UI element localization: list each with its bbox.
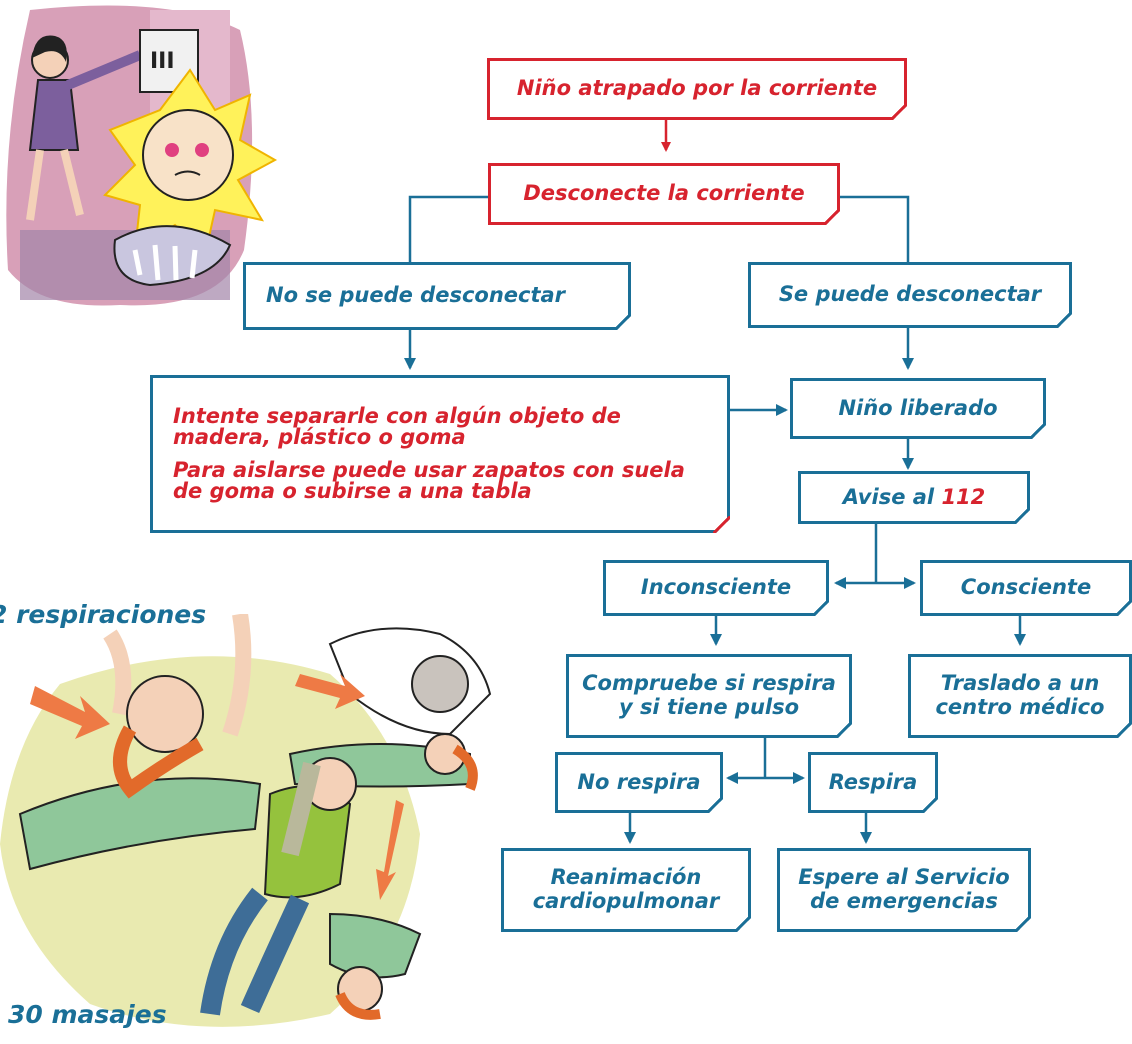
box-separate-instructions: Intente separarle con algún objeto de ma… <box>150 375 730 533</box>
insulate-line-2: de goma o subirse a una tabla <box>173 479 532 503</box>
arrow-compression <box>376 800 404 900</box>
rescuer-legs <box>200 887 310 1016</box>
call-number: 112 <box>941 484 986 509</box>
svg-text:III: III <box>150 49 175 74</box>
compressions-caption: 30 masajes <box>8 1000 167 1029</box>
box-freed: Niño liberado <box>790 378 1046 439</box>
box-cpr: Reanimación cardiopulmonar <box>501 848 751 932</box>
unconscious-label: Inconsciente <box>640 575 792 600</box>
check-line-2: y si tiene pulso <box>618 695 800 719</box>
woman-hair <box>32 35 67 62</box>
box-disconnect: Desconecte la corriente <box>488 163 840 225</box>
freed-label: Niño liberado <box>838 395 998 420</box>
box-wait-emergency: Espere al Servicio de emergencias <box>777 848 1031 932</box>
arrow-breath-1 <box>295 674 365 709</box>
box-check-breathing: Compruebe si respira y si tiene pulso <box>566 654 852 738</box>
box-conscious: Consciente <box>920 560 1132 616</box>
patient-2 <box>18 777 262 871</box>
call-label: Avise al <box>842 484 942 509</box>
electrocution-illustration: III <box>6 5 278 306</box>
not-breathing-label: No respira <box>577 769 701 794</box>
can-disconnect-label: Se puede desconectar <box>778 282 1042 307</box>
conscious-label: Consciente <box>960 575 1092 600</box>
start-label: Niño atrapado por la corriente <box>516 76 878 101</box>
woman-arm <box>66 50 142 90</box>
box-not-breathing: No respira <box>555 752 723 813</box>
wait-line-1: Espere al Servicio <box>798 865 1010 890</box>
box-start: Niño atrapado por la corriente <box>487 58 907 120</box>
insulate-instruction: Para aislarse puede usar zapatos con sue… <box>173 460 685 502</box>
child-head <box>142 109 234 201</box>
cannot-disconnect-label: No se puede desconectar <box>266 283 566 308</box>
cpr-line-1: Reanimación <box>550 865 702 890</box>
cpr-illustration <box>0 614 492 1027</box>
woman-legs <box>26 149 84 221</box>
arrow-breath-2 <box>30 686 110 739</box>
cpr-line-2: cardiopulmonar <box>532 889 720 913</box>
check-line-1: Compruebe si respira <box>582 671 836 696</box>
transfer-line-1: Traslado a un <box>940 671 1100 696</box>
separate-line-1: Intente separarle con algún objeto de <box>173 404 621 428</box>
separate-line-2: madera, plástico o goma <box>173 425 466 449</box>
insulate-line-1: Para aislarse puede usar zapatos con sue… <box>173 458 685 482</box>
box-call-112: Avise al 112 <box>798 471 1030 524</box>
child-skeleton-body <box>113 225 232 287</box>
box-unconscious: Inconsciente <box>603 560 829 616</box>
hands-on-face <box>103 614 252 737</box>
separate-instruction: Intente separarle con algún objeto de ma… <box>173 406 621 448</box>
wait-line-2: de emergencias <box>810 889 998 913</box>
transfer-line-2: centro médico <box>935 695 1105 719</box>
box-can-disconnect: Se puede desconectar <box>748 262 1072 328</box>
woman-body <box>28 79 80 151</box>
box-transfer: Traslado a un centro médico <box>908 654 1132 738</box>
disconnect-label: Desconecte la corriente <box>523 181 805 206</box>
breathing-label: Respira <box>828 769 918 794</box>
box-cannot-disconnect: No se puede desconectar <box>243 262 631 330</box>
breaths-caption: 2 respiraciones <box>0 600 207 629</box>
box-breathing: Respira <box>808 752 938 813</box>
